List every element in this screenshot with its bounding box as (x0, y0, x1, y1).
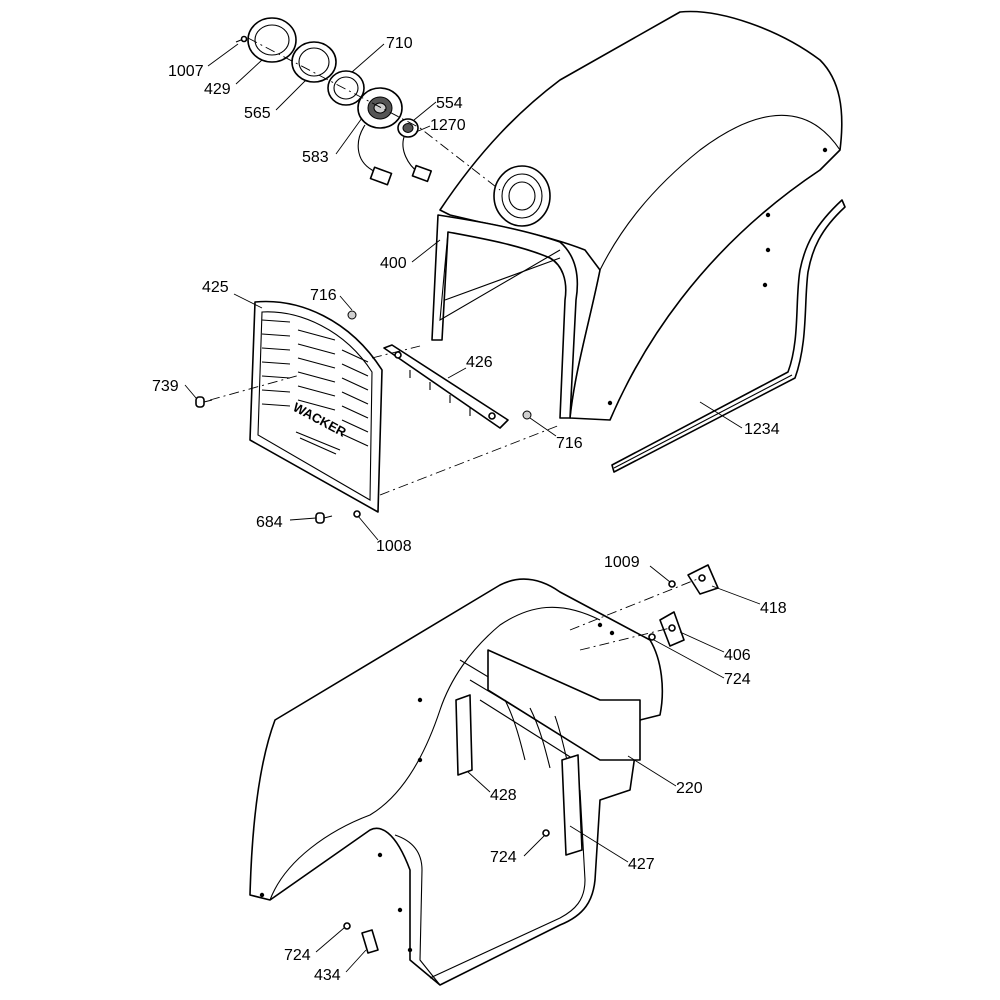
ring-565 (291, 41, 337, 83)
label-400: 400 (380, 255, 407, 272)
label-710: 710 (386, 35, 413, 52)
hinge-406 (659, 611, 685, 647)
label-429: 429 (204, 81, 231, 98)
upper-hood-400 (431, 10, 843, 421)
axis-716 (371, 345, 421, 359)
label-739: 739 (152, 378, 179, 395)
assembly-axis-top (247, 37, 501, 191)
label-583: 583 (302, 149, 329, 166)
label-554: 554 (436, 95, 463, 112)
nut-716-upper (347, 310, 357, 320)
indicator-554 (397, 118, 433, 183)
label-220: 220 (676, 780, 703, 797)
grille-panel-425: WACKER (249, 300, 383, 513)
screw-1009 (668, 580, 676, 588)
seal-strip-1234 (611, 199, 846, 473)
axis-739 (209, 374, 301, 401)
gauge-583 (357, 87, 403, 186)
screw-724-upper (648, 633, 656, 641)
lower-cowl (249, 578, 664, 986)
label-428: 428 (490, 787, 517, 804)
label-426: 426 (466, 354, 493, 371)
label-684: 684 (256, 514, 283, 531)
axis-hinge-upper (569, 577, 701, 631)
label-716-lower: 716 (556, 435, 583, 452)
nut-716-lower (522, 410, 532, 420)
label-425: 425 (202, 279, 229, 296)
label-434: 434 (314, 967, 341, 984)
part-labels: 1007 429 565 710 554 1270 583 400 425 71… (152, 35, 787, 984)
label-724-upper: 724 (724, 671, 751, 688)
label-724-lower: 724 (284, 947, 311, 964)
label-1234: 1234 (744, 421, 780, 438)
label-1270: 1270 (430, 117, 466, 134)
label-716-upper: 716 (310, 287, 337, 304)
label-724-middle: 724 (490, 849, 517, 866)
button-739 (195, 396, 213, 408)
screw-1007 (235, 35, 248, 43)
leader-lines (184, 43, 761, 973)
clip-ring-710 (327, 70, 365, 106)
label-418: 418 (760, 600, 787, 617)
axis-hinge-lower (579, 627, 671, 651)
axis-grille-hood (379, 424, 561, 496)
label-406: 406 (724, 647, 751, 664)
screw-724-middle (542, 829, 550, 837)
grille-slots (261, 319, 369, 447)
label-1008: 1008 (376, 538, 412, 555)
button-684 (315, 512, 333, 524)
label-565: 565 (244, 105, 271, 122)
label-1009: 1009 (604, 554, 640, 571)
hinge-418 (687, 564, 719, 595)
bracket-426 (383, 344, 509, 429)
screw-1008 (353, 510, 361, 518)
bracket-434 (361, 929, 379, 954)
ring-429 (247, 17, 297, 63)
label-427: 427 (628, 856, 655, 873)
screw-724-lower (343, 922, 351, 930)
label-1007: 1007 (168, 63, 204, 80)
